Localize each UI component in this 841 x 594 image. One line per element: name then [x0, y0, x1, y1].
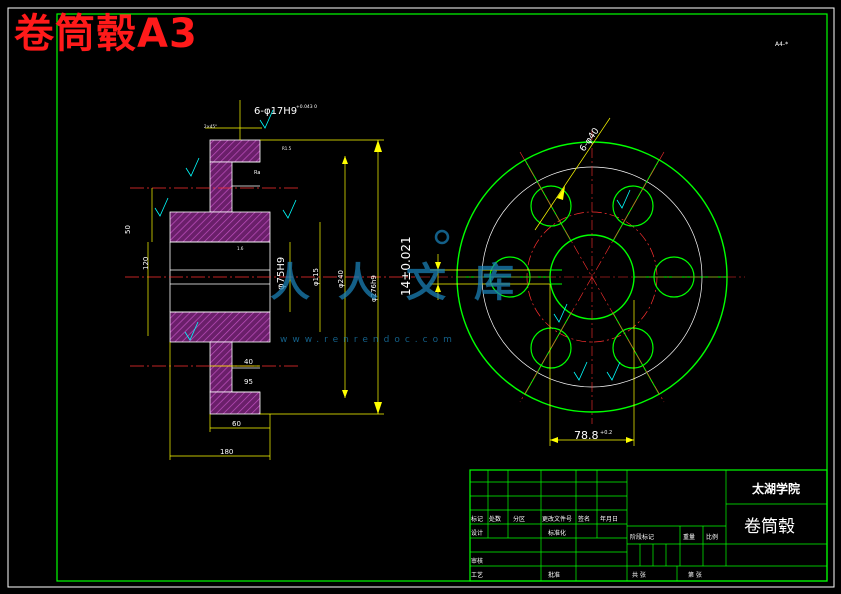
dim-bore: φ75H9	[276, 257, 287, 290]
outer-sheet-border	[7, 7, 835, 588]
scale-label: 比例	[706, 533, 718, 541]
hdr-zone: 分区	[513, 515, 525, 523]
hatch-bottom-flange	[209, 391, 261, 415]
keyway-dim: 14±0.021	[399, 236, 413, 296]
watermark: 人人文库 www.renrendoc.com	[270, 229, 542, 345]
hdr-mark: 标记	[471, 515, 483, 523]
overlay-title: 卷筒毂A3	[14, 11, 198, 57]
row-approve: 批准	[548, 571, 560, 579]
weight-label: 重量	[683, 533, 695, 541]
fillet-label: R1.5	[282, 146, 292, 151]
key-depth: 78.8	[574, 429, 599, 442]
title-block: 太湖学院 卷筒毂 标记 处数 分区 更改文件号 签名 年月日 设计 标准化 审核…	[469, 469, 828, 582]
dim-240: φ240	[337, 270, 345, 288]
hdr-doc: 更改文件号	[542, 515, 572, 523]
hdr-date: 年月日	[600, 515, 618, 523]
hatch-top-flange	[209, 139, 261, 163]
dim-flange: φ276h9	[370, 275, 378, 302]
row-design: 设计	[471, 529, 483, 537]
bolt-tolerance: +0.043 0	[296, 104, 317, 110]
watermark-text: 人人文库	[270, 260, 542, 306]
ra-label: Ra	[254, 170, 260, 176]
hatch-bottom-web	[209, 341, 233, 393]
keyway	[550, 269, 562, 285]
part-name: 卷筒毂	[744, 517, 795, 537]
sheet-no: 第 张	[688, 571, 702, 579]
row-review: 审核	[471, 557, 483, 565]
hatch-upper-hub	[169, 211, 271, 243]
dim-left-120: 120	[142, 257, 150, 270]
dim-95: 95	[244, 378, 253, 386]
bolt-note: 6-φ17H9	[254, 106, 297, 117]
front-view: 6-φ40 14±0.021 78.8 +0.2	[399, 117, 745, 446]
chamfer-label: 2×45°	[204, 124, 217, 129]
school-name: 太湖学院	[752, 481, 800, 496]
dim-left-50: 50	[124, 225, 132, 234]
watermark-logo-icon	[434, 229, 450, 245]
hatch-lower-hub	[169, 311, 271, 343]
hole-note: 6-φ40	[578, 126, 601, 154]
corner-mark: A4-*	[775, 41, 788, 48]
watermark-url: www.renrendoc.com	[280, 335, 457, 345]
hdr-sign: 签名	[578, 515, 590, 523]
dim-40: 40	[244, 358, 253, 366]
row-std: 标准化	[548, 529, 566, 537]
hdr-count: 处数	[489, 515, 501, 523]
hatch-top-web	[209, 161, 233, 213]
stage-label: 阶段标记	[630, 533, 654, 541]
drawing-frame	[56, 13, 828, 582]
section-view: 6-φ17H9 +0.043 0 2×45° R1.5 Ra 1.6 50 12…	[124, 100, 415, 460]
dim-hub: φ115	[312, 268, 320, 286]
hatch-note: 1.6	[237, 246, 244, 251]
key-depth-tol: +0.2	[600, 430, 612, 436]
dim-180: 180	[220, 448, 233, 456]
total-sheets: 共 张	[632, 571, 646, 579]
row-process: 工艺	[471, 571, 483, 579]
dim-60: 60	[232, 420, 241, 428]
